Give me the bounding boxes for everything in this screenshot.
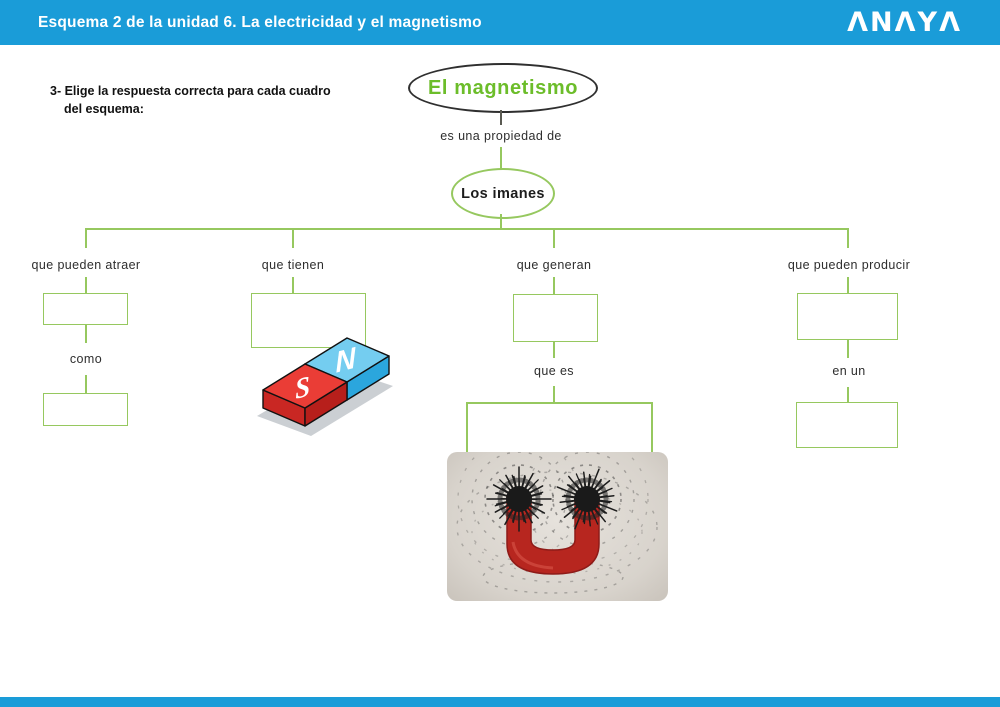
connector-line <box>85 325 87 343</box>
bar-magnet-image: N S <box>243 318 398 443</box>
instruction-line-1: 3- Elige la respuesta correcta para cada… <box>50 84 331 98</box>
root-node-label: El magnetismo <box>427 76 579 99</box>
node-los-imanes: Los imanes <box>451 168 555 219</box>
filings-cluster-left <box>486 466 553 533</box>
connector-line <box>847 277 849 293</box>
connector-line <box>85 228 87 248</box>
branch-1-sublabel: como <box>69 352 103 366</box>
branch-4-label: que pueden producir <box>787 258 911 272</box>
connector-line <box>500 147 502 169</box>
connector-line <box>553 228 555 248</box>
connector-line <box>292 277 294 293</box>
link-label: es una propiedad de <box>440 129 562 143</box>
node-label: Los imanes <box>461 185 545 202</box>
branch-3-sublabel: que es <box>534 364 574 378</box>
anaya-logo: ΛNΛYΛ <box>847 7 962 38</box>
branch-3-label: que generan <box>516 258 592 272</box>
answer-box-6[interactable] <box>796 402 898 448</box>
answer-box-1[interactable] <box>43 293 128 325</box>
photo-bracket <box>466 402 653 454</box>
instruction-text: 3- Elige la respuesta correcta para cada… <box>50 82 370 118</box>
connector-line <box>847 387 849 402</box>
connector-line <box>292 228 294 248</box>
connector-line <box>553 386 555 402</box>
connector-line <box>85 277 87 293</box>
connector-line <box>500 214 502 229</box>
header-bar: Esquema 2 de la unidad 6. La electricida… <box>0 0 1000 45</box>
magnet-north-label: N <box>335 341 358 380</box>
answer-box-4[interactable] <box>513 294 598 342</box>
connector-line <box>847 228 849 248</box>
connector-line <box>847 340 849 358</box>
branch-1-label: que pueden atraer <box>31 258 141 272</box>
answer-box-2[interactable] <box>43 393 128 426</box>
answer-box-5[interactable] <box>797 293 898 340</box>
answer-box-3[interactable] <box>251 293 366 348</box>
connector-line <box>553 277 555 294</box>
instruction-line-2: del esquema: <box>64 102 144 117</box>
connector-line <box>85 375 87 393</box>
connector-line <box>553 342 555 358</box>
page-title: Esquema 2 de la unidad 6. La electricida… <box>38 13 482 31</box>
footer-bar <box>0 697 1000 707</box>
branch-bus-line <box>85 228 849 230</box>
connector-line <box>500 110 502 125</box>
horseshoe-magnet-photo <box>447 452 668 601</box>
branch-4-sublabel: en un <box>832 364 866 378</box>
root-node-el-magnetismo: El magnetismo <box>408 63 598 113</box>
magnet-south-label: S <box>294 371 311 406</box>
branch-2-label: que tienen <box>261 258 325 272</box>
